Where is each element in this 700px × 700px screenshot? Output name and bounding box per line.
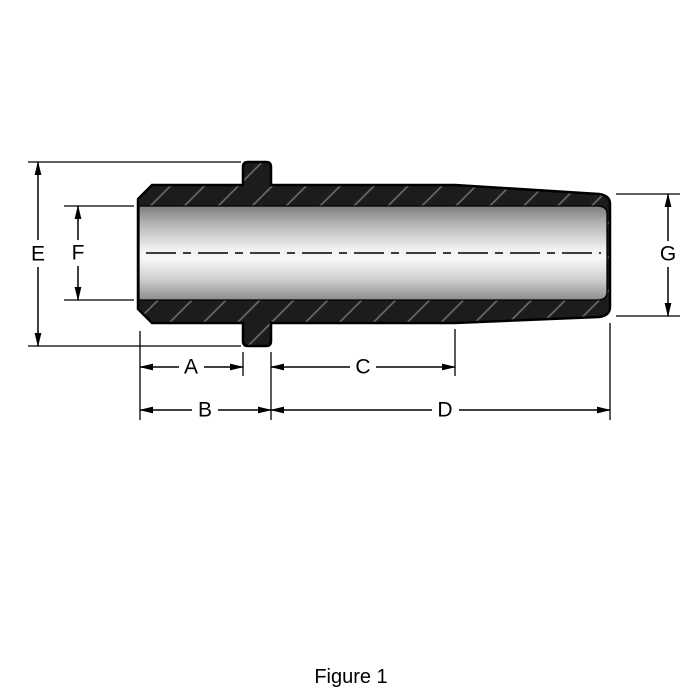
- dim-label-b-bg: [192, 397, 218, 423]
- dimension-f: F: [64, 205, 134, 301]
- dim-label-f: F: [72, 242, 85, 265]
- figure-caption: Figure 1: [314, 666, 387, 688]
- dimension-e: E: [24, 161, 241, 347]
- dim-label-a-bg: [179, 354, 204, 380]
- dimension-g: G: [616, 193, 682, 317]
- dim-label-a: A: [184, 356, 198, 379]
- dim-label-f-bg: [65, 240, 91, 266]
- dim-label-c: C: [355, 356, 370, 379]
- dimension-d: D: [270, 323, 611, 423]
- dimension-a: A: [139, 331, 244, 420]
- dim-label-g-bg: [654, 241, 682, 267]
- dimension-b: B: [139, 397, 272, 423]
- dim-label-c-bg: [350, 354, 376, 380]
- dim-label-e: E: [31, 243, 45, 266]
- dimension-c: C: [270, 329, 456, 420]
- part-cross-section: [136, 160, 612, 348]
- dim-label-g: G: [660, 243, 676, 266]
- dim-label-b: B: [198, 399, 212, 422]
- dim-label-e-bg: [24, 240, 52, 267]
- dim-label-d: D: [437, 399, 452, 422]
- dim-label-d-bg: [432, 397, 459, 423]
